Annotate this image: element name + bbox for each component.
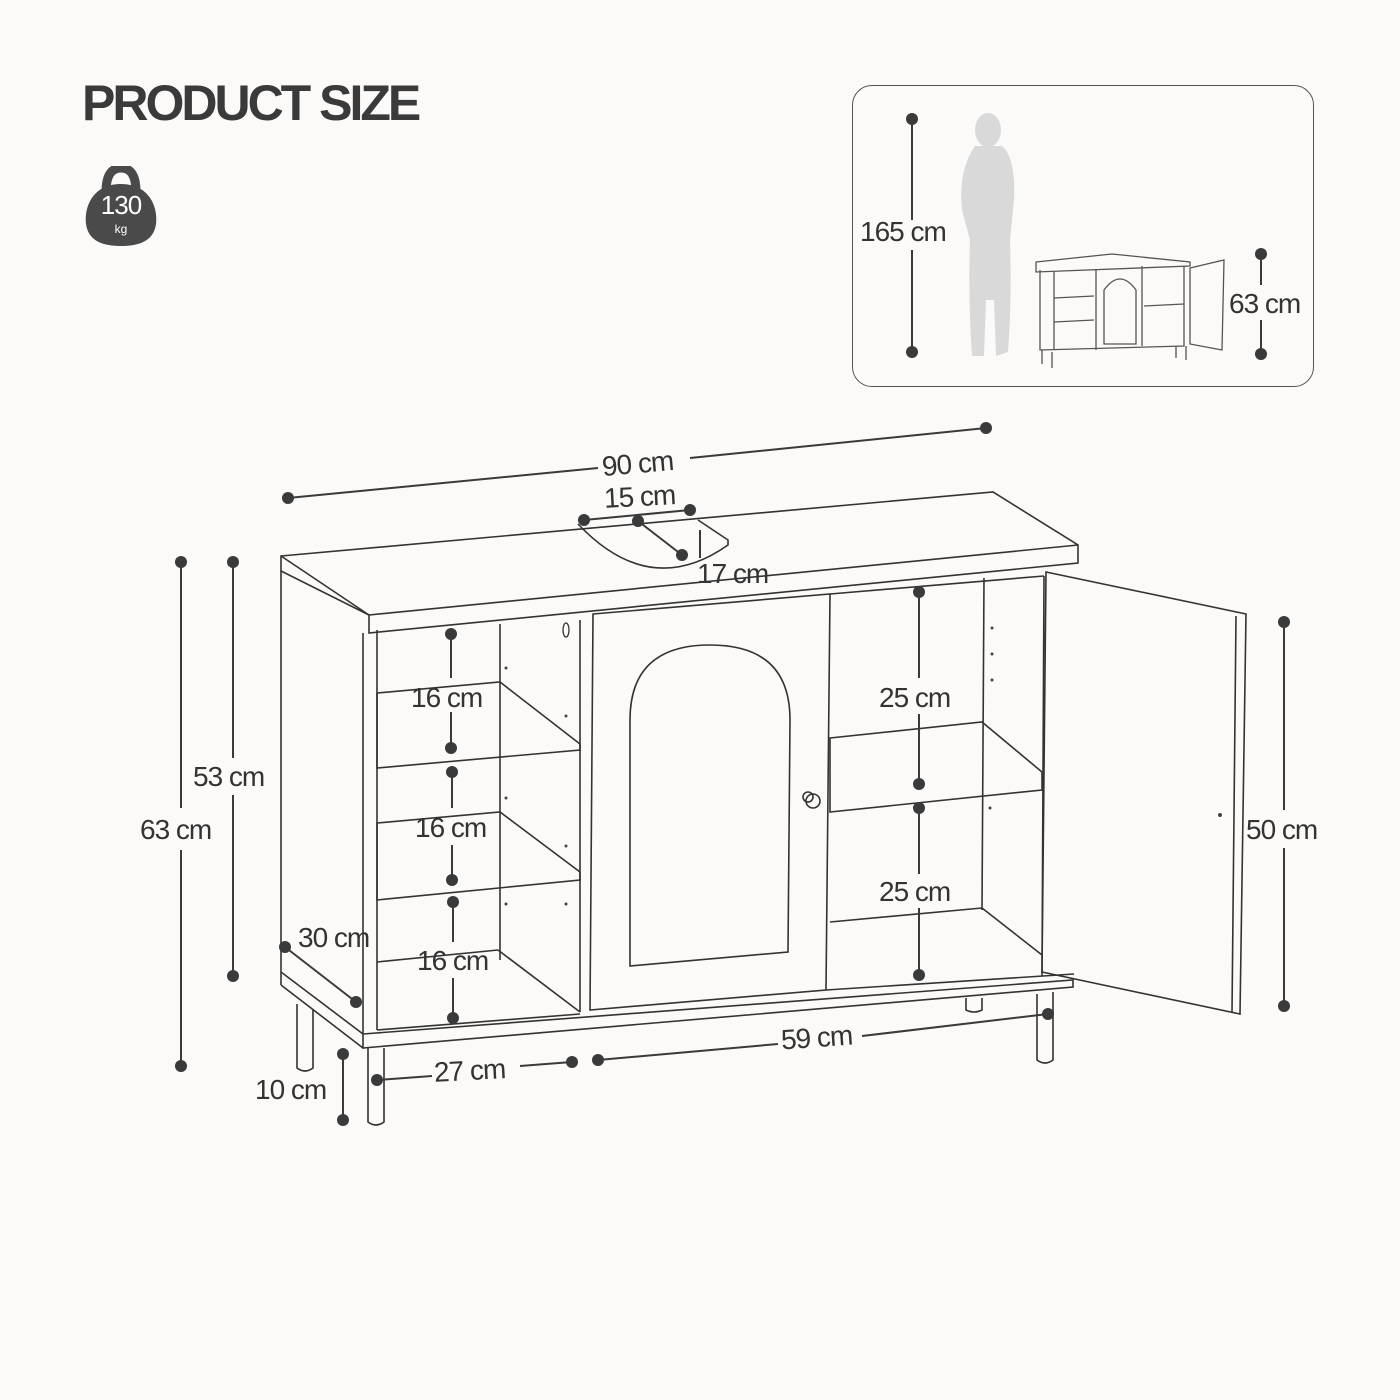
weight-unit: kg xyxy=(114,222,128,236)
sink-cutout xyxy=(577,519,729,569)
sink-cutout-width-label: 15 cm xyxy=(603,479,676,514)
leg-left-front xyxy=(367,1048,385,1126)
width-total-label: 90 cm xyxy=(600,444,675,483)
inset-drawing xyxy=(961,113,1225,368)
shelf-pin-holes xyxy=(504,626,1222,906)
left-section-width-label: 27 cm xyxy=(433,1053,506,1088)
depth-label: 30 cm xyxy=(298,922,370,953)
left-shelf-3-label: 16 cm xyxy=(417,945,489,976)
inset-person-height-label: 165 cm xyxy=(860,216,947,247)
weight-value: 130 xyxy=(100,190,142,220)
leg-left-back xyxy=(296,1004,314,1072)
door-height-label: 50 cm xyxy=(1246,814,1318,845)
left-shelf-2-label: 16 cm xyxy=(415,812,487,843)
right-shelf-a xyxy=(829,721,1043,813)
leg-right-front xyxy=(1036,992,1054,1064)
kettlebell-icon xyxy=(85,166,157,246)
right-shelf-2-label: 25 cm xyxy=(879,876,951,907)
total-height-label: 63 cm xyxy=(140,814,212,845)
countertop xyxy=(280,491,1079,634)
weight-capacity-badge: 130 kg xyxy=(84,166,158,248)
scale-comparison-panel xyxy=(852,85,1314,387)
left-side-panel xyxy=(280,571,364,1035)
page-title: PRODUCT SIZE xyxy=(82,75,421,131)
right-shelf-1-label: 25 cm xyxy=(879,682,951,713)
open-right-door xyxy=(1041,571,1247,1015)
left-shelf-a xyxy=(376,681,581,769)
inset-cabinet xyxy=(1035,253,1225,368)
inset-cabinet-height-label: 63 cm xyxy=(1229,288,1301,319)
dimension-lines xyxy=(180,119,1285,1120)
arched-glass-panel xyxy=(629,644,791,967)
center-door xyxy=(589,593,831,1011)
sink-cutout-depth-label: 17 cm xyxy=(697,558,769,589)
left-shelf-b xyxy=(376,811,581,901)
dimension-dots xyxy=(175,113,1290,1126)
leg-height-label: 10 cm xyxy=(255,1074,327,1105)
cabinet-outline xyxy=(280,491,1247,1126)
leg-right-back xyxy=(965,998,983,1013)
person-silhouette xyxy=(961,113,1015,356)
left-shelf-1-label: 16 cm xyxy=(411,682,483,713)
inner-height-label: 53 cm xyxy=(193,761,265,792)
right-section-width-label: 59 cm xyxy=(779,1019,854,1056)
bottom-plinth xyxy=(362,979,1074,1049)
